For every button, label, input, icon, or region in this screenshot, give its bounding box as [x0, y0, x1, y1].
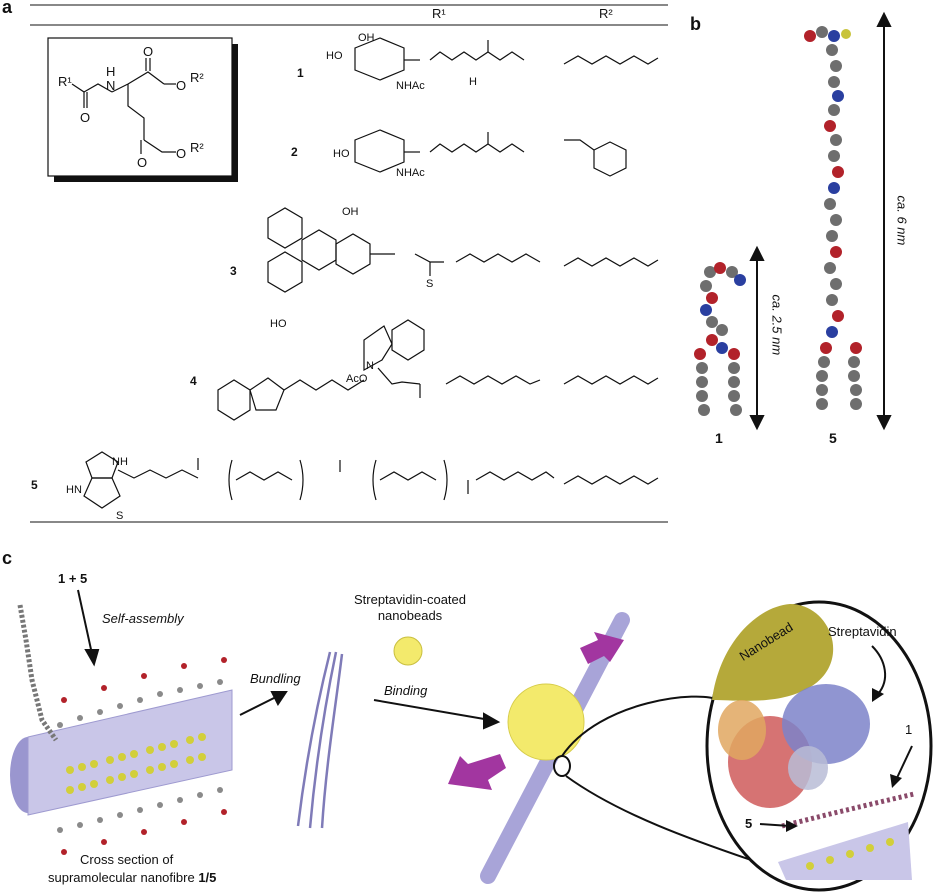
compound-3-r2 — [563, 257, 659, 267]
model-5-label: 5 — [829, 430, 837, 446]
core-nh: H — [106, 64, 116, 79]
length-1-label: ca. 2.5 nm — [769, 294, 785, 356]
motion-arrow-up — [580, 632, 624, 664]
core-o5: O — [176, 146, 187, 161]
c5-hn: HN — [66, 484, 82, 496]
panel-c-label: c — [2, 548, 13, 568]
core-r2b: R² — [190, 140, 204, 155]
nanobeads-label: Streptavidin-coated nanobeads — [353, 592, 466, 623]
model-1-atoms — [694, 262, 746, 416]
compound-5-r2 — [563, 475, 659, 485]
panel-b-label: b — [690, 14, 701, 34]
nanofibre-text: supramolecular nanofibre — [48, 870, 195, 885]
zoom-1-arrow — [895, 745, 913, 781]
streptavidin-arrow — [871, 645, 887, 695]
compound-3-r1 — [267, 207, 541, 293]
c1-ho: HO — [326, 50, 343, 62]
length-5-label: ca. 6 nm — [894, 195, 910, 246]
length-arrow-1 — [749, 245, 765, 431]
c1-h: H — [469, 76, 477, 88]
binding-arrow — [373, 699, 501, 730]
model-5-atoms — [804, 26, 862, 410]
panel-a-label: a — [2, 0, 13, 17]
c5-s: S — [116, 510, 124, 522]
compound-1-r2 — [563, 55, 659, 65]
self-assembly-arrow — [77, 589, 100, 667]
core-box — [47, 37, 233, 177]
core-r1: R¹ — [58, 74, 72, 89]
core-o1: O — [80, 110, 91, 125]
r2-header: R² — [599, 6, 613, 21]
nanobead-large — [507, 683, 585, 761]
c1-nhac: NHAc — [396, 80, 425, 92]
zoom-1-label: 1 — [905, 722, 913, 737]
self-assembly-label: Self-assembly — [102, 611, 184, 626]
c3-oh: OH — [342, 206, 359, 218]
core-r2a: R² — [190, 70, 204, 85]
zoom-marker — [553, 755, 571, 777]
compound-2-number: 2 — [291, 145, 298, 159]
compound-5-r1 — [83, 451, 555, 509]
compound-1-r1 — [354, 37, 525, 81]
c2-ho: HO — [333, 148, 350, 160]
bundling-arrow — [239, 691, 288, 716]
mix-label: 1 + 5 — [58, 571, 88, 586]
compound-2-r1 — [354, 129, 525, 173]
core-o2: O — [143, 44, 154, 59]
compound-3-number: 3 — [230, 264, 237, 278]
compound-2-r2 — [564, 139, 627, 177]
bundling-label: Bundling — [250, 671, 301, 686]
fibre-bundle — [296, 651, 344, 829]
c1-oh: OH — [358, 32, 375, 44]
core-structure-drawing — [71, 58, 176, 154]
length-arrow-5 — [876, 11, 892, 431]
c3-ho: HO — [270, 318, 287, 330]
compound-4-number: 4 — [190, 374, 197, 388]
core-o3: O — [176, 78, 187, 93]
streptavidin-label: Streptavidin — [828, 624, 897, 639]
nanofibre-id: 1/5 — [198, 870, 217, 885]
nanofibre-cross-section — [10, 604, 233, 855]
core-o4: O — [137, 155, 148, 170]
model-1-label: 1 — [715, 430, 723, 446]
c5-nh: NH — [112, 456, 128, 468]
compound-1-number: 1 — [297, 66, 304, 80]
core-n: N — [106, 78, 116, 93]
binding-label: Binding — [384, 683, 428, 698]
c4-aco: AcO — [346, 373, 368, 385]
streptavidin-protein — [718, 684, 870, 808]
cross-section-label-2: supramolecular nanofibre 1/5 — [48, 870, 216, 885]
c4-n: N — [366, 360, 374, 372]
compound-4-r1 — [217, 319, 541, 421]
c2-nhac: NHAc — [396, 167, 425, 179]
c3-s: S — [426, 278, 434, 290]
nanobead-cap — [712, 604, 834, 701]
motion-arrow-down — [448, 754, 506, 790]
compound-4-r2 — [563, 375, 659, 385]
cross-section-label-1: Cross section of — [80, 852, 174, 867]
compound-5-number: 5 — [31, 478, 38, 492]
zoom-5-arrow — [759, 823, 791, 827]
r1-header: R¹ — [432, 6, 446, 21]
zoom-5-label: 5 — [745, 816, 753, 831]
small-nanobead — [393, 636, 423, 666]
